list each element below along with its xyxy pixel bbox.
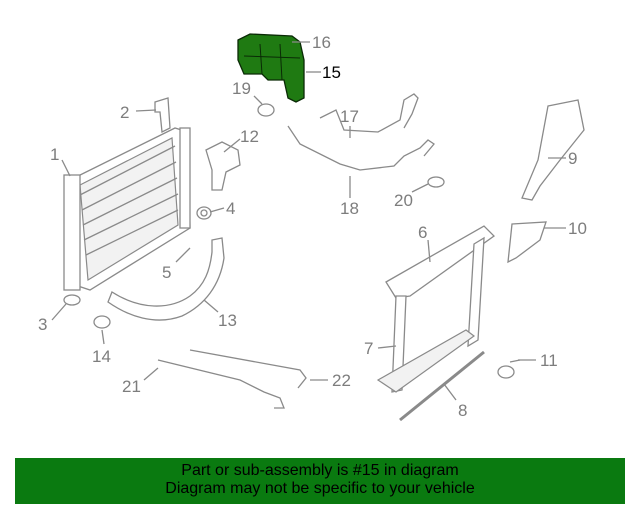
callout-7: 7 — [364, 339, 373, 358]
cap-part[interactable] — [196, 206, 212, 220]
info-banner: Part or sub-assembly is #15 in diagram D… — [15, 458, 625, 504]
callout-5: 5 — [162, 263, 171, 282]
transmission-cooler-line-part[interactable] — [157, 359, 285, 409]
callout-4: 4 — [226, 199, 235, 218]
side-seal-part[interactable] — [507, 221, 547, 264]
fan-shroud-part[interactable] — [376, 225, 496, 393]
radiator-part[interactable] — [63, 127, 191, 306]
callout-17: 17 — [340, 107, 359, 126]
callout-18: 18 — [340, 199, 359, 218]
overflow-hose-part[interactable] — [319, 93, 419, 133]
upper-outlet-part[interactable] — [205, 141, 241, 191]
callout-8: 8 — [458, 401, 467, 420]
transmission-cooler-line-part[interactable] — [189, 349, 307, 389]
hose-clamp-part[interactable] — [93, 315, 111, 329]
callout-10: 10 — [568, 219, 587, 238]
hose-clamp-part[interactable] — [427, 176, 445, 188]
push-clip-part[interactable] — [497, 359, 521, 379]
callout-3: 3 — [38, 315, 47, 334]
callout-12: 12 — [240, 127, 259, 146]
leader-lines — [51, 41, 566, 401]
callout-15-highlighted: 15 — [322, 63, 341, 82]
coolant-reservoir-highlighted[interactable] — [237, 33, 305, 103]
callout-2: 2 — [120, 103, 129, 122]
callout-22: 22 — [332, 371, 351, 390]
banner-line-part-number: Part or sub-assembly is #15 in diagram — [181, 462, 459, 479]
banner-line-disclaimer: Diagram may not be specific to your vehi… — [165, 480, 475, 497]
callout-14: 14 — [92, 347, 111, 366]
callout-20: 20 — [394, 191, 413, 210]
callout-16: 16 — [312, 33, 331, 52]
seal-strip-part[interactable] — [399, 350, 485, 422]
bracket-part[interactable] — [154, 97, 171, 134]
callout-19: 19 — [232, 79, 251, 98]
callout-21: 21 — [122, 377, 141, 396]
air-deflector-part[interactable] — [521, 99, 585, 201]
callout-11: 11 — [540, 351, 558, 370]
parts-diagram: 1 2 3 4 5 6 7 8 9 10 11 12 13 14 15 16 1… — [38, 33, 587, 422]
bypass-hose-part[interactable] — [287, 125, 435, 171]
callout-1: 1 — [50, 145, 59, 164]
reservoir-clamp-part[interactable] — [257, 103, 275, 117]
callout-6: 6 — [418, 223, 427, 242]
callout-13: 13 — [218, 311, 237, 330]
callout-9: 9 — [568, 149, 577, 168]
lower-hose-part[interactable] — [107, 237, 225, 321]
